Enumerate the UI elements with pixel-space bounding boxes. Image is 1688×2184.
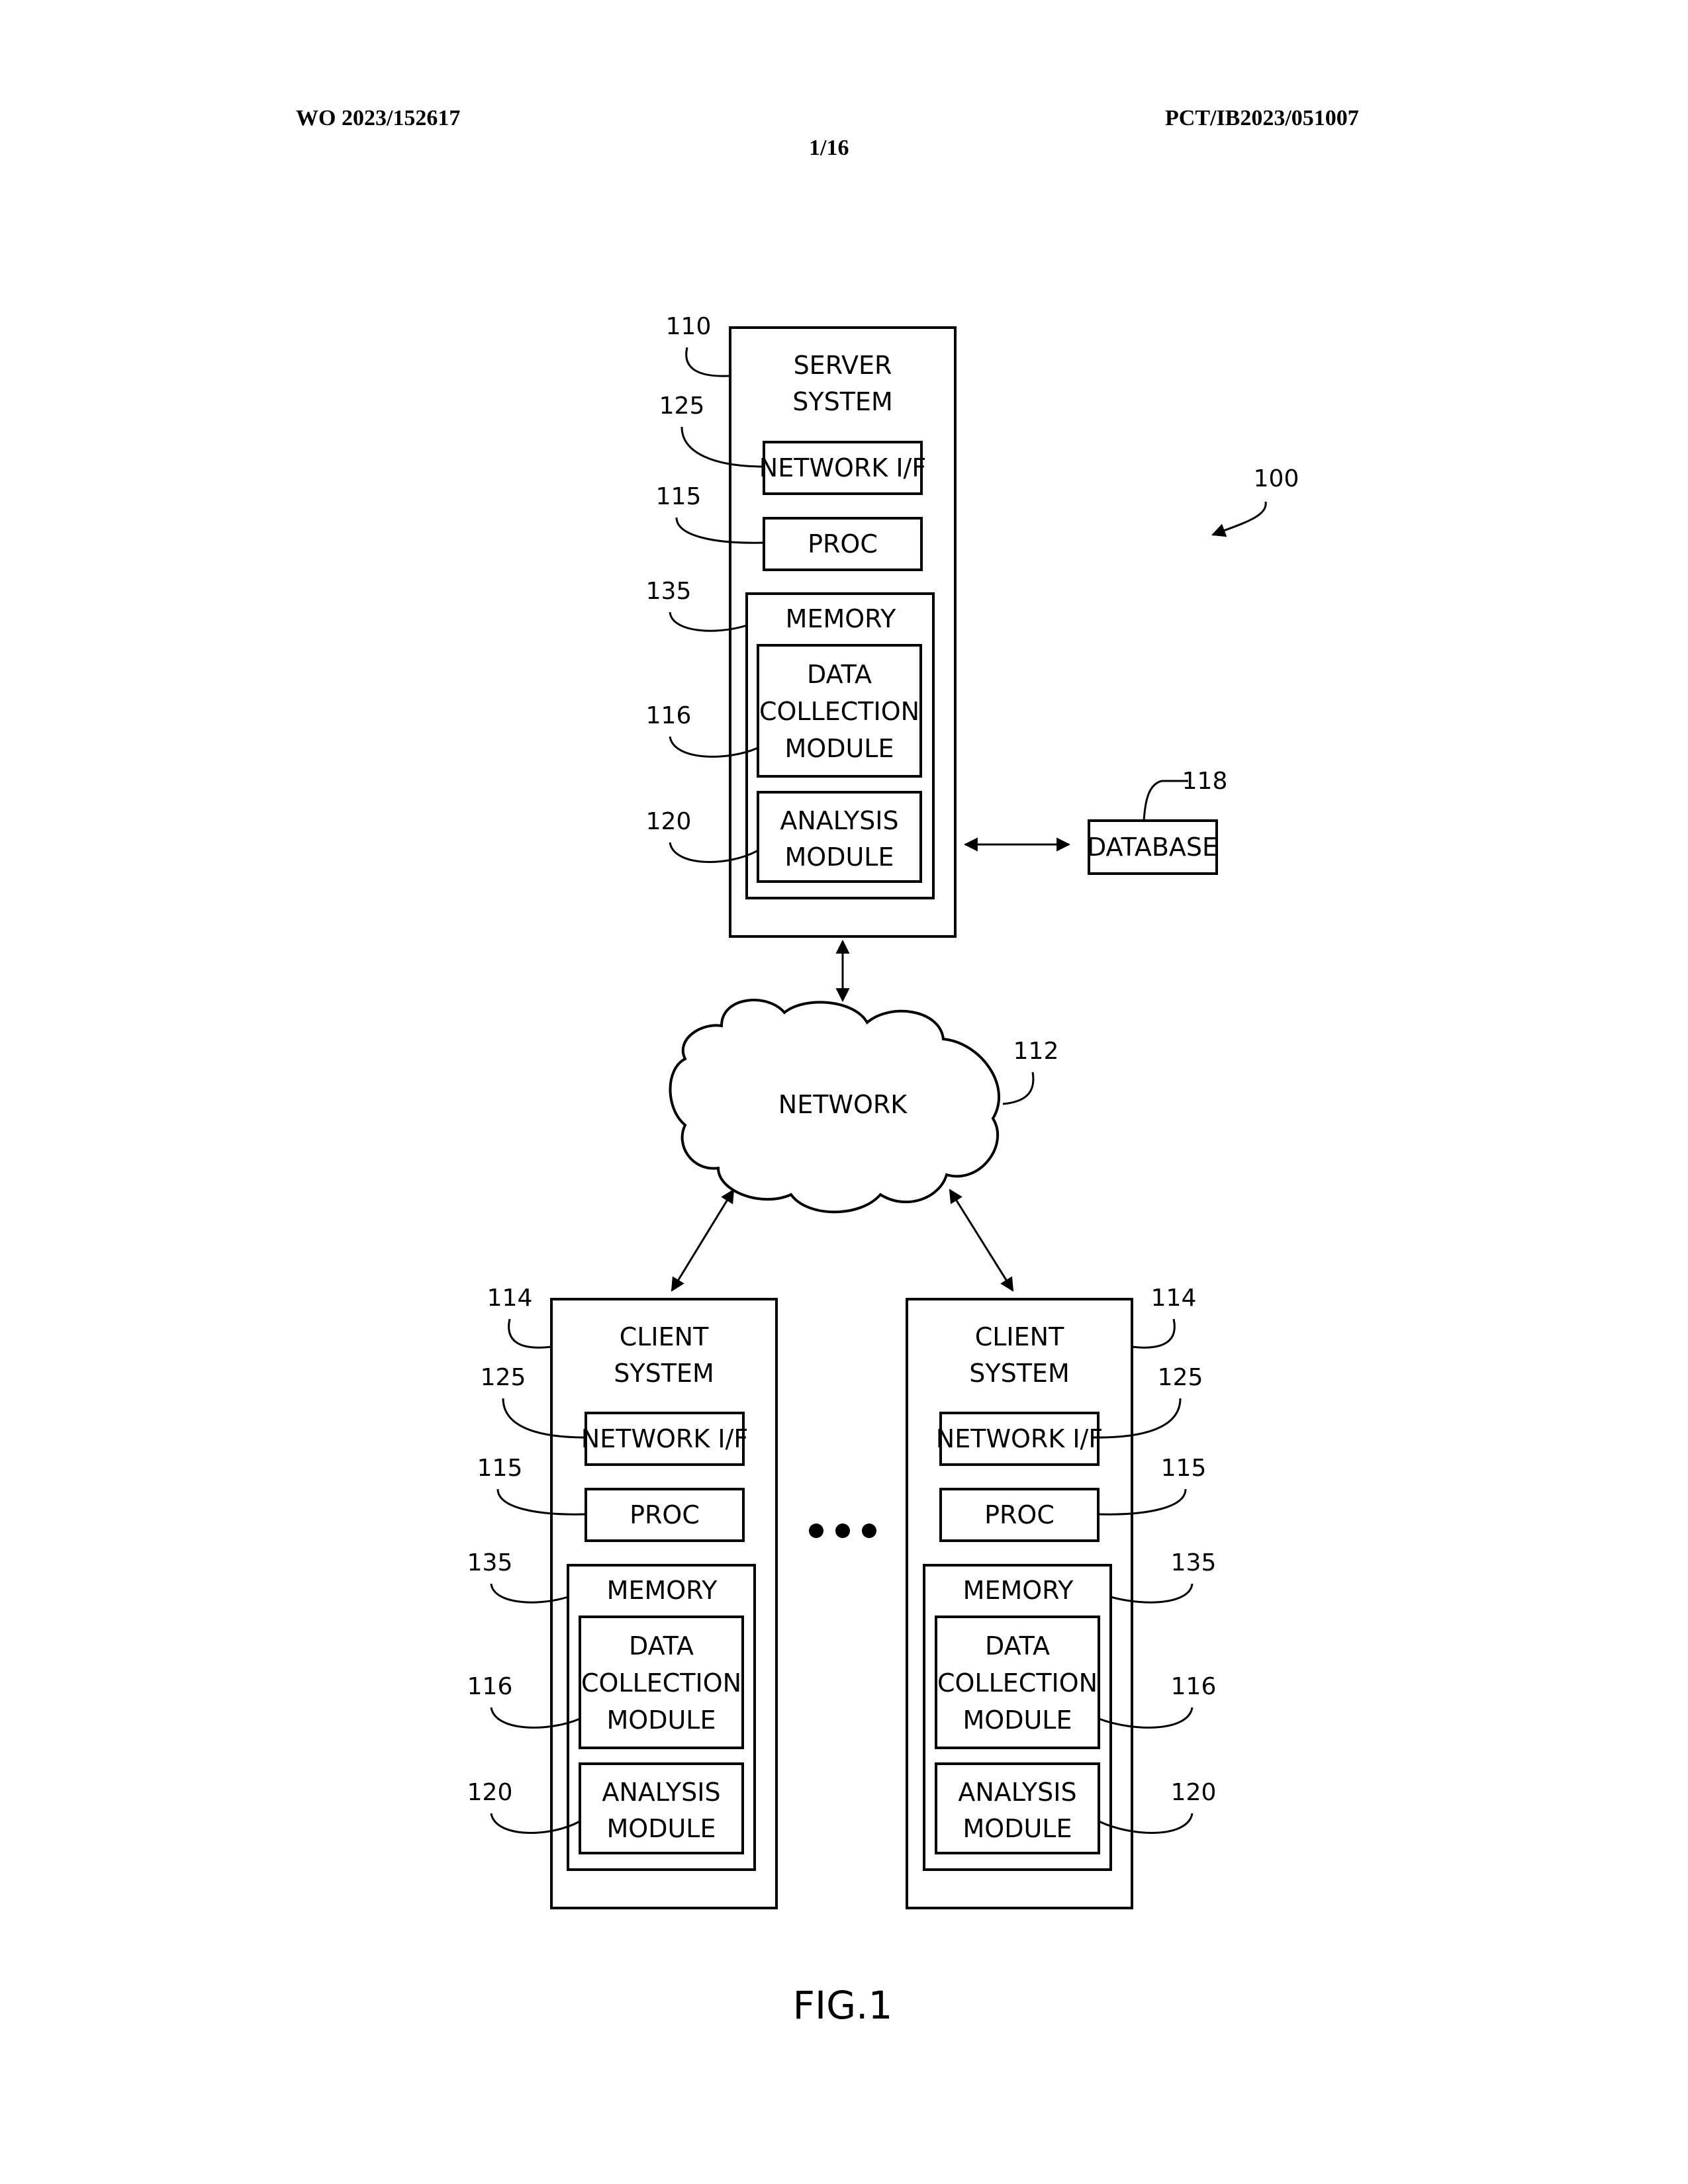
network-ref: 112 — [1013, 1038, 1059, 1065]
client2-proc-ref: 115 — [1161, 1455, 1207, 1482]
client-system-2: CLIENT SYSTEM NETWORK I/F PROC MEMORY DA… — [907, 1285, 1216, 1908]
client1-network-if-leader — [503, 1398, 586, 1437]
client2-analysis-leader — [1099, 1813, 1192, 1833]
client2-title-line1: CLIENT — [975, 1322, 1064, 1351]
ellipsis-dot-2 — [835, 1524, 850, 1538]
network-client1-link — [672, 1190, 733, 1291]
network-label: NETWORK — [778, 1090, 908, 1119]
client2-analysis-line2: MODULE — [963, 1814, 1072, 1843]
server-dc-leader — [670, 737, 758, 756]
server-ref: 110 — [666, 313, 712, 340]
database-ref: 118 — [1182, 768, 1228, 795]
server-dc-line2: COLLECTION — [759, 697, 919, 726]
client1-title-line2: SYSTEM — [614, 1359, 714, 1388]
server-proc-leader — [677, 518, 764, 543]
figure-label: FIG.1 — [793, 1983, 893, 2028]
database: DATABASE 118 — [965, 768, 1227, 874]
network: NETWORK 112 — [671, 1000, 1059, 1212]
client2-dc-line1: DATA — [985, 1631, 1050, 1661]
system-ref-arrow — [1213, 502, 1266, 535]
client1-memory-label: MEMORY — [607, 1576, 718, 1605]
server-dc-ref: 116 — [646, 702, 692, 729]
client2-dc-line2: COLLECTION — [937, 1668, 1098, 1698]
client1-dc-ref: 116 — [467, 1673, 513, 1700]
client1-memory-ref: 135 — [467, 1549, 513, 1576]
client1-title-line1: CLIENT — [620, 1322, 709, 1351]
server-analysis-ref: 120 — [646, 808, 692, 835]
client1-analysis-ref: 120 — [467, 1779, 513, 1806]
client2-proc-leader — [1098, 1489, 1186, 1514]
client2-dc-line3: MODULE — [963, 1706, 1072, 1735]
client1-proc-ref: 115 — [477, 1455, 523, 1482]
client2-ref: 114 — [1151, 1285, 1197, 1312]
server-network-if-label: NETWORK I/F — [759, 453, 926, 482]
client1-dc-line3: MODULE — [607, 1706, 716, 1735]
client1-ref: 114 — [487, 1285, 533, 1312]
server-proc-label: PROC — [808, 529, 878, 559]
client1-dc-line2: COLLECTION — [581, 1668, 741, 1698]
client2-title-line2: SYSTEM — [969, 1359, 1069, 1388]
ellipsis-dot-1 — [809, 1524, 823, 1538]
client2-memory-ref: 135 — [1171, 1549, 1217, 1576]
server-ref-leader — [686, 347, 730, 376]
client1-dc-leader — [491, 1707, 580, 1727]
server-system: SERVER SYSTEM NETWORK I/F PROC MEMORY DA… — [646, 313, 955, 936]
client2-ref-leader — [1132, 1319, 1174, 1347]
network-client2-link — [950, 1190, 1013, 1291]
server-network-if-leader — [682, 427, 764, 467]
client2-analysis-line1: ANALYSIS — [958, 1778, 1076, 1807]
server-analysis-line1: ANALYSIS — [780, 806, 898, 835]
server-analysis-leader — [670, 842, 758, 862]
client1-ref-leader — [509, 1319, 551, 1347]
client2-dc-ref: 116 — [1171, 1673, 1217, 1700]
client1-network-if-ref: 125 — [481, 1364, 526, 1391]
system-ref: 100 — [1254, 465, 1299, 492]
database-label: DATABASE — [1087, 833, 1218, 862]
server-title-line2: SYSTEM — [792, 387, 892, 416]
client1-analysis-leader — [491, 1813, 580, 1833]
client1-analysis-line1: ANALYSIS — [602, 1778, 720, 1807]
client1-memory-leader — [491, 1584, 568, 1602]
server-dc-line1: DATA — [807, 660, 872, 689]
more-clients-ellipsis — [809, 1524, 876, 1538]
server-memory-label: MEMORY — [786, 604, 896, 633]
client2-memory-label: MEMORY — [963, 1576, 1074, 1605]
client2-network-if-ref: 125 — [1158, 1364, 1203, 1391]
ellipsis-dot-3 — [862, 1524, 876, 1538]
client1-proc-label: PROC — [630, 1500, 700, 1529]
client1-proc-leader — [498, 1489, 586, 1514]
client-system-1: CLIENT SYSTEM NETWORK I/F PROC MEMORY DA… — [467, 1285, 776, 1908]
client2-proc-label: PROC — [984, 1500, 1055, 1529]
client2-memory-leader — [1111, 1584, 1192, 1602]
client2-network-if-leader — [1098, 1398, 1180, 1437]
client2-analysis-ref: 120 — [1171, 1779, 1217, 1806]
server-memory-leader — [670, 612, 747, 631]
network-ref-leader — [1003, 1072, 1033, 1104]
server-network-if-ref: 125 — [659, 392, 705, 420]
server-dc-line3: MODULE — [785, 734, 894, 763]
server-memory-ref: 135 — [646, 578, 692, 605]
server-title-line1: SERVER — [794, 351, 892, 380]
server-proc-ref: 115 — [656, 483, 702, 510]
client1-network-if-label: NETWORK I/F — [581, 1424, 748, 1453]
client1-analysis-line2: MODULE — [607, 1814, 716, 1843]
client1-dc-line1: DATA — [629, 1631, 694, 1661]
server-analysis-line2: MODULE — [785, 842, 894, 872]
client2-network-if-label: NETWORK I/F — [936, 1424, 1103, 1453]
client2-dc-leader — [1099, 1707, 1192, 1727]
